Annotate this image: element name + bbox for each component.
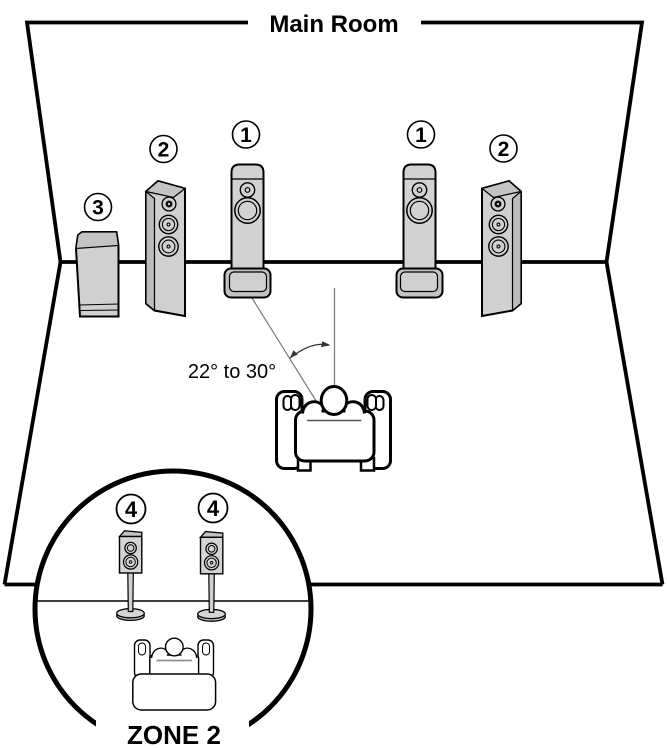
speaker-1-left — [223, 163, 272, 299]
listener-shoulder-left — [301, 400, 323, 414]
subwoofer-3 — [74, 231, 120, 318]
zone2-hand-right — [202, 642, 210, 656]
zone2-label: ZONE 2 — [127, 720, 221, 749]
sofa-backrest — [294, 409, 376, 463]
badge-label-2-right: 2 — [498, 138, 510, 161]
speaker-2-right — [481, 180, 522, 317]
zone2-sofa — [132, 637, 217, 711]
badge-circle-4-left — [115, 493, 147, 525]
angle-arc-arrowhead-left — [290, 350, 298, 358]
zone2-speaker-left — [116, 530, 145, 622]
badge-circle-3 — [83, 192, 113, 222]
badge-circle-1-right — [406, 120, 436, 149]
listening-sofa — [275, 385, 392, 472]
speaker-number-badges: 1 1 2 2 3 — [83, 120, 518, 222]
zone2-sofa-seat — [132, 673, 217, 711]
badge-label-1-right: 1 — [415, 124, 427, 147]
zone2-label-gap — [96, 713, 249, 749]
listener-hand-right — [366, 394, 385, 411]
speaker-2-left — [144, 179, 187, 318]
speaker-1-right — [395, 163, 444, 299]
badge-label-4-left: 4 — [125, 497, 138, 522]
zone2-listener-head — [164, 637, 184, 657]
zone2-hand-left — [138, 642, 146, 656]
badge-label-4-right: 4 — [207, 496, 220, 521]
badge-circle-1-left — [231, 120, 261, 149]
badge-circle-2-right — [489, 134, 518, 163]
room-right-wall — [421, 20, 665, 585]
badge-label-1-left: 1 — [240, 124, 252, 147]
badge-circle-4-right — [197, 492, 229, 524]
angle-arc-arrowhead-right — [321, 341, 331, 348]
badge-label-2-left: 2 — [158, 139, 170, 162]
angle-guides — [251, 288, 336, 405]
badge-label-3: 3 — [92, 197, 104, 220]
badge-circle-2-left — [149, 134, 178, 164]
listener-hand-left — [282, 394, 301, 411]
listener-head — [319, 385, 349, 416]
angle-label: 22° to 30° — [188, 361, 276, 383]
main-room-title: Main Room — [269, 11, 398, 38]
room-left-wall — [2, 20, 248, 585]
angle-guide-left-line — [251, 297, 319, 405]
